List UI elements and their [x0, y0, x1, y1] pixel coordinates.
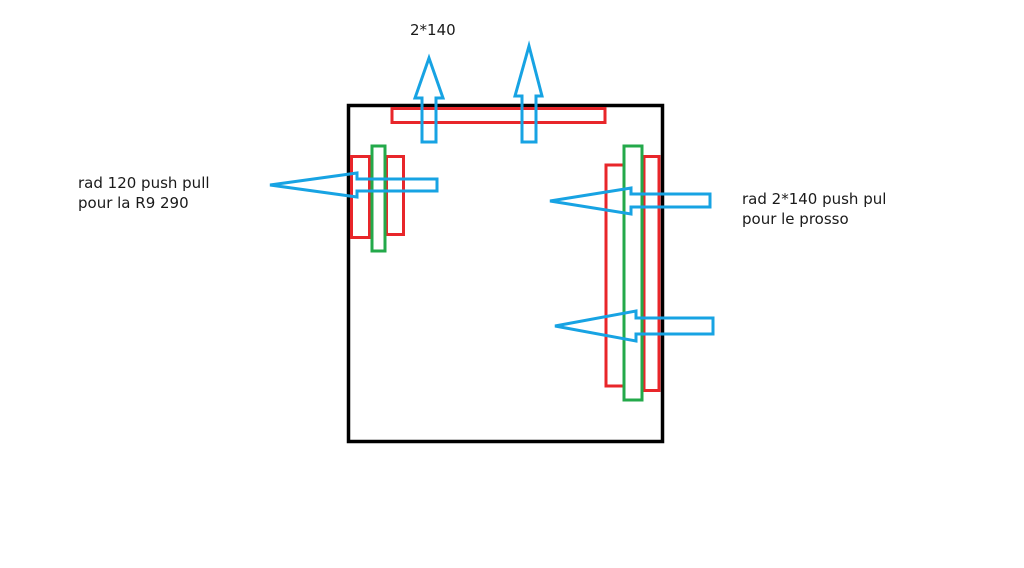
left-radiator-label: rad 120 push pull pour la R9 290	[78, 173, 210, 213]
left-fan	[370, 144, 387, 253]
right-radiator-inner	[604, 163, 626, 388]
top-exhaust-label: 2*140	[410, 20, 456, 40]
right-radiator-line-2: pour le prosso	[742, 210, 849, 228]
right-radiator-label: rad 2*140 push pul pour le prosso	[742, 189, 886, 229]
right-fan	[622, 144, 644, 402]
top-arrow-right	[513, 40, 544, 144]
left-radiator-line-1: rad 120 push pull	[78, 174, 210, 192]
left-radiator-inner	[385, 155, 405, 236]
top-arrow-left	[412, 53, 446, 144]
top-exhaust-text: 2*140	[410, 21, 456, 39]
top-radiator	[390, 107, 607, 124]
left-radiator-line-2: pour la R9 290	[78, 194, 189, 212]
right-radiator-line-1: rad 2*140 push pul	[742, 190, 887, 208]
left-arrow	[269, 171, 439, 199]
right-arrow-upper	[549, 186, 712, 216]
right-arrow-lower	[554, 309, 715, 343]
right-radiator-outer	[642, 155, 661, 392]
case-outline	[346, 103, 665, 444]
